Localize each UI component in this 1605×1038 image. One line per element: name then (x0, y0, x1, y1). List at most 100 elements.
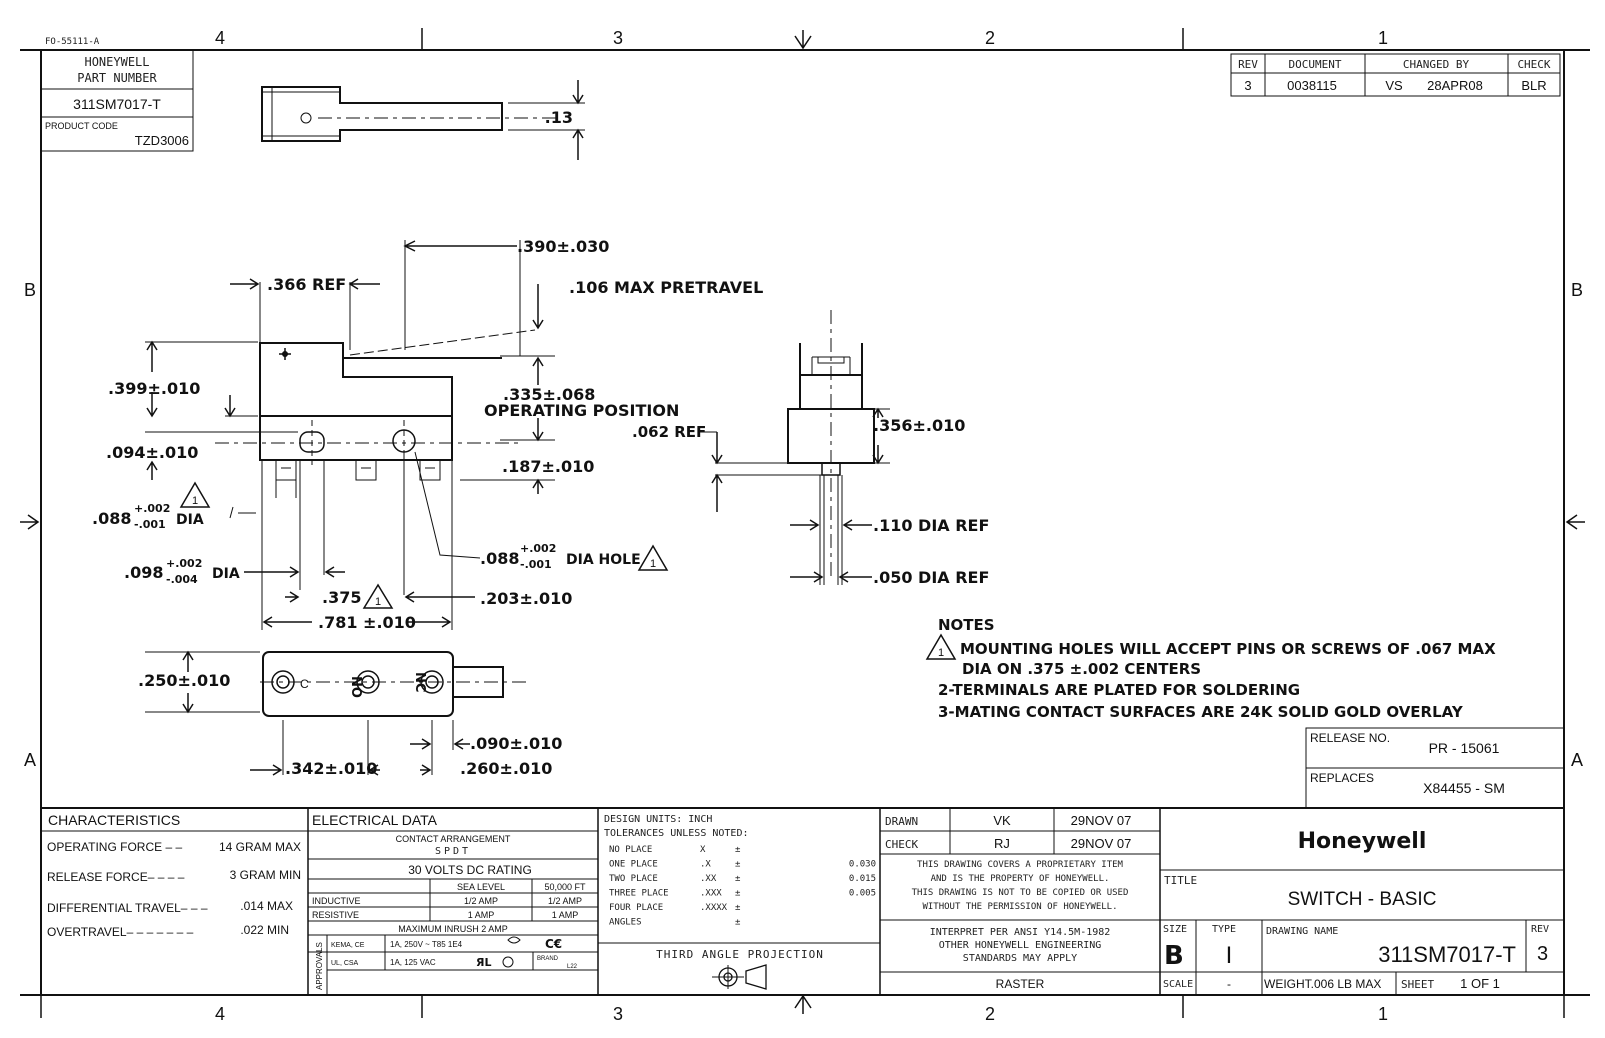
zone-bottom-4: 4 (215, 1004, 225, 1024)
projection-label: THIRD ANGLE PROJECTION (656, 948, 824, 961)
dim-088-hole: .088 +.002 -.001 DIA HOLE 1 (480, 542, 669, 571)
type-value: I (1226, 942, 1233, 969)
rev-header: REV (1238, 58, 1258, 71)
drawn-date: 29NOV 07 (1071, 813, 1132, 828)
sheet-value: 1 OF 1 (1460, 976, 1500, 991)
proprietary-line-3: THIS DRAWING IS NOT TO BE COPIED OR USED (912, 888, 1129, 898)
top-view (261, 80, 585, 160)
dim-260: .260±.010 (460, 759, 552, 778)
note-1-line-2: DIA ON .375 ±.002 CENTERS (962, 660, 1201, 678)
border (20, 28, 1590, 1018)
proprietary-line-4: WITHOUT THE PERMISSION OF HONEYWELL. (922, 902, 1117, 912)
check-value: BLR (1521, 78, 1546, 93)
note-1-flag-icon (179, 481, 211, 508)
proprietary-line-1: THIS DRAWING COVERS A PROPRIETARY ITEM (917, 860, 1123, 870)
notes: NOTES 1 MOUNTING HOLES WILL ACCEPT PINS … (925, 616, 1496, 721)
dim-342: .342±.010 (285, 759, 377, 778)
ul-rating: 1A, 125 VAC (390, 958, 436, 967)
type-label: TYPE (1212, 924, 1236, 935)
product-code-value: TZD3006 (135, 133, 189, 148)
part-block-heading-1: HONEYWELL (84, 55, 149, 69)
note-1-flag-number: 1 (192, 495, 198, 507)
rev-value: 3 (1244, 78, 1251, 93)
resistive-sea: 1 AMP (468, 910, 495, 920)
revision-block: REV DOCUMENT CHANGED BY CHECK 3 0038115 … (1230, 53, 1561, 97)
dim-pretravel: .106 MAX PRETRAVEL (569, 278, 763, 297)
sheet-label: SHEET (1401, 978, 1434, 991)
zone-top-3: 3 (613, 28, 623, 48)
dim-088b-plus: +.002 (520, 542, 556, 555)
dim-top-view: .13 (545, 108, 573, 127)
zone-right-a: A (1571, 750, 1583, 770)
part-block-heading-2: PART NUMBER (77, 71, 157, 85)
product-code-label: PRODUCT CODE (45, 121, 118, 131)
dim-399: .399±.010 (108, 379, 200, 398)
approval-block: DRAWN VK 29NOV 07 CHECK RJ 29NOV 07 THIS… (880, 808, 1160, 991)
tolerance-label: ONE PLACE (609, 860, 658, 870)
note-1-flag-number: 1 (938, 647, 944, 659)
inductive-altitude: 1/2 AMP (548, 896, 582, 906)
dim-088a-plus: +.002 (134, 502, 170, 515)
char-row-label: OVERTRAVEL– – – – – – – (47, 925, 194, 939)
center-arrow-bottom-icon (794, 994, 812, 1014)
note-1-flag-number: 1 (650, 558, 656, 570)
side-view (700, 310, 890, 585)
voltage-rating: 30 VOLTS DC RATING (408, 863, 532, 877)
tolerance-sign: ± (735, 860, 741, 870)
max-inrush: MAXIMUM INRUSH 2 AMP (398, 924, 508, 934)
honeywell-logo: Honeywell (1298, 829, 1427, 854)
center-arrow-left-icon (20, 514, 40, 530)
ul-mark-icon: ЯL (476, 956, 491, 969)
electrical-title: ELECTRICAL DATA (312, 812, 438, 828)
resistive-label: RESISTIVE (312, 910, 359, 920)
contact-arrangement: SPDT (435, 846, 471, 857)
char-row-value: .014 MAX (240, 899, 293, 913)
ansi-line-3: STANDARDS MAY APPLY (963, 953, 1077, 964)
char-row-label: RELEASE FORCE– – – – (47, 870, 185, 884)
dim-050: .050 DIA REF (873, 568, 989, 587)
document-value: 0038115 (1287, 78, 1337, 93)
zone-right-b: B (1571, 280, 1583, 300)
rev-number: 3 (1537, 943, 1548, 965)
check-date: 29NOV 07 (1071, 836, 1132, 851)
dim-098-main: .098 (124, 563, 163, 582)
brand-code: L22 (567, 964, 578, 970)
kema-rating: 1A, 250V ~ T85 1E4 (390, 940, 463, 949)
zone-top-4: 4 (215, 28, 225, 48)
inductive-sea: 1/2 AMP (464, 896, 498, 906)
scale-label: SCALE (1163, 979, 1193, 990)
front-view (145, 240, 555, 630)
scale-value: - (1227, 977, 1231, 991)
dim-088-mount: .088 +.002 -.001 DIA 1 (92, 481, 211, 531)
center-arrow-right-icon (1565, 514, 1585, 530)
dim-088a-main: .088 (92, 509, 131, 528)
tolerance-fmt: .X (700, 860, 711, 870)
change-date-value: 28APR08 (1427, 78, 1483, 93)
tolerance-fmt: .XX (700, 874, 717, 884)
note-1-line-1: MOUNTING HOLES WILL ACCEPT PINS OR SCREW… (960, 640, 1496, 658)
tolerance-label: TWO PLACE (609, 874, 658, 884)
check-label: CHECK (885, 838, 918, 851)
note-1-flag-number: 1 (375, 596, 381, 608)
operating-position-label: OPERATING POSITION (484, 401, 679, 420)
release-block: RELEASE NO. PR - 15061 REPLACES X84455 -… (1305, 727, 1565, 809)
dim-094: .094±.010 (106, 443, 198, 462)
char-row-label: OPERATING FORCE – – (47, 840, 182, 854)
lower-grid (41, 807, 1564, 995)
char-row-value: 3 GRAM MIN (230, 868, 301, 882)
zone-bottom-2: 2 (985, 1004, 995, 1024)
ce-mark-icon: C€ (545, 937, 562, 951)
dim-098-plus: +.002 (166, 557, 202, 570)
tolerance-fmt: .XXX (700, 889, 722, 899)
ansi-line-2: OTHER HONEYWELL ENGINEERING (939, 940, 1102, 951)
tolerance-sign: ± (735, 918, 741, 928)
rev-label: REV (1531, 924, 1549, 935)
tolerance-label: NO PLACE (609, 845, 652, 855)
note-1-flag-icon (925, 633, 957, 660)
part-number-value: 311SM7017-T (73, 96, 161, 112)
dim-187: .187±.010 (502, 457, 594, 476)
dim-250: .250±.010 (138, 671, 230, 690)
replaces-value: X84455 - SM (1423, 780, 1505, 796)
release-label: RELEASE NO. (1310, 731, 1390, 745)
dim-356: .356±.010 (873, 416, 965, 435)
